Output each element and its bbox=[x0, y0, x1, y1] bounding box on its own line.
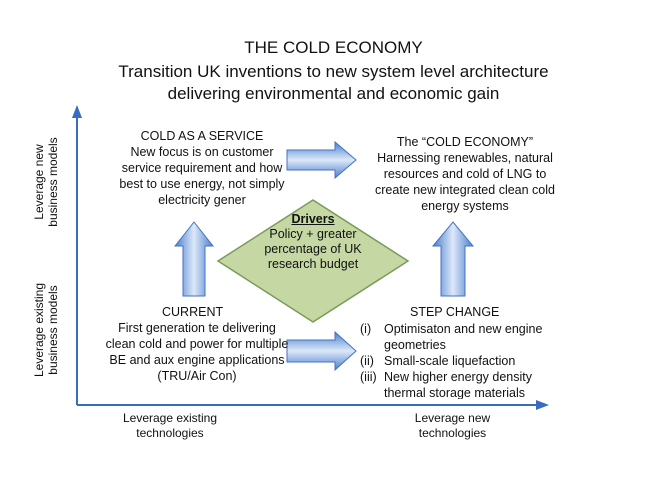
quadrant-step-change-heading: STEP CHANGE bbox=[410, 305, 500, 319]
title-line-3: delivering environmental and economic ga… bbox=[167, 84, 500, 103]
arrow-right-top bbox=[286, 140, 357, 180]
quadrant-body: First generation te delivering clean col… bbox=[105, 321, 289, 383]
quadrant-body: New focus is on customer service require… bbox=[119, 145, 285, 207]
y-axis-label-top: Leverage new business models bbox=[32, 137, 60, 227]
quadrant-current: CURRENT First generation te delivering c… bbox=[102, 304, 292, 384]
quadrant-cold-economy: The “COLD ECONOMY” Harnessing renewables… bbox=[370, 134, 560, 214]
list-item: (ii) Small-scale liquefaction bbox=[360, 354, 516, 368]
quadrant-heading: The “COLD ECONOMY” bbox=[396, 135, 534, 149]
arrow-up-right bbox=[431, 221, 475, 297]
y-axis bbox=[72, 105, 82, 405]
list-item: (i) Optimisaton and new engine geometrie… bbox=[360, 322, 543, 352]
drivers-diamond bbox=[216, 199, 410, 323]
x-axis-label-right: Leverage new technologies bbox=[414, 411, 491, 440]
drivers-heading: Drivers bbox=[291, 212, 335, 226]
list-item: (iii) New higher energy density thermal … bbox=[360, 370, 532, 399]
quadrant-cold-as-a-service: COLD AS A SERVICE New focus is on custom… bbox=[112, 128, 292, 208]
quadrant-heading: COLD AS A SERVICE bbox=[140, 129, 264, 143]
x-axis-label-left: Leverage existing technologies bbox=[122, 411, 218, 440]
title-line-1: THE COLD ECONOMY bbox=[244, 38, 423, 57]
step-change-list: (i) Optimisaton and new engine geometrie… bbox=[360, 321, 559, 399]
x-axis bbox=[77, 400, 549, 410]
drivers-body: Policy + greater percentage of UK resear… bbox=[264, 227, 362, 271]
quadrant-body: Harnessing renewables, natural resources… bbox=[375, 151, 555, 213]
y-axis-label-bottom: Leverage existing business models bbox=[32, 282, 60, 378]
title-line-2: Transition UK inventions to new system l… bbox=[118, 62, 549, 81]
arrow-up-left bbox=[173, 221, 215, 297]
drivers-text: Drivers Policy + greater percentage of U… bbox=[255, 212, 371, 272]
quadrant-heading: CURRENT bbox=[162, 305, 224, 319]
arrow-right-bottom bbox=[286, 330, 357, 372]
